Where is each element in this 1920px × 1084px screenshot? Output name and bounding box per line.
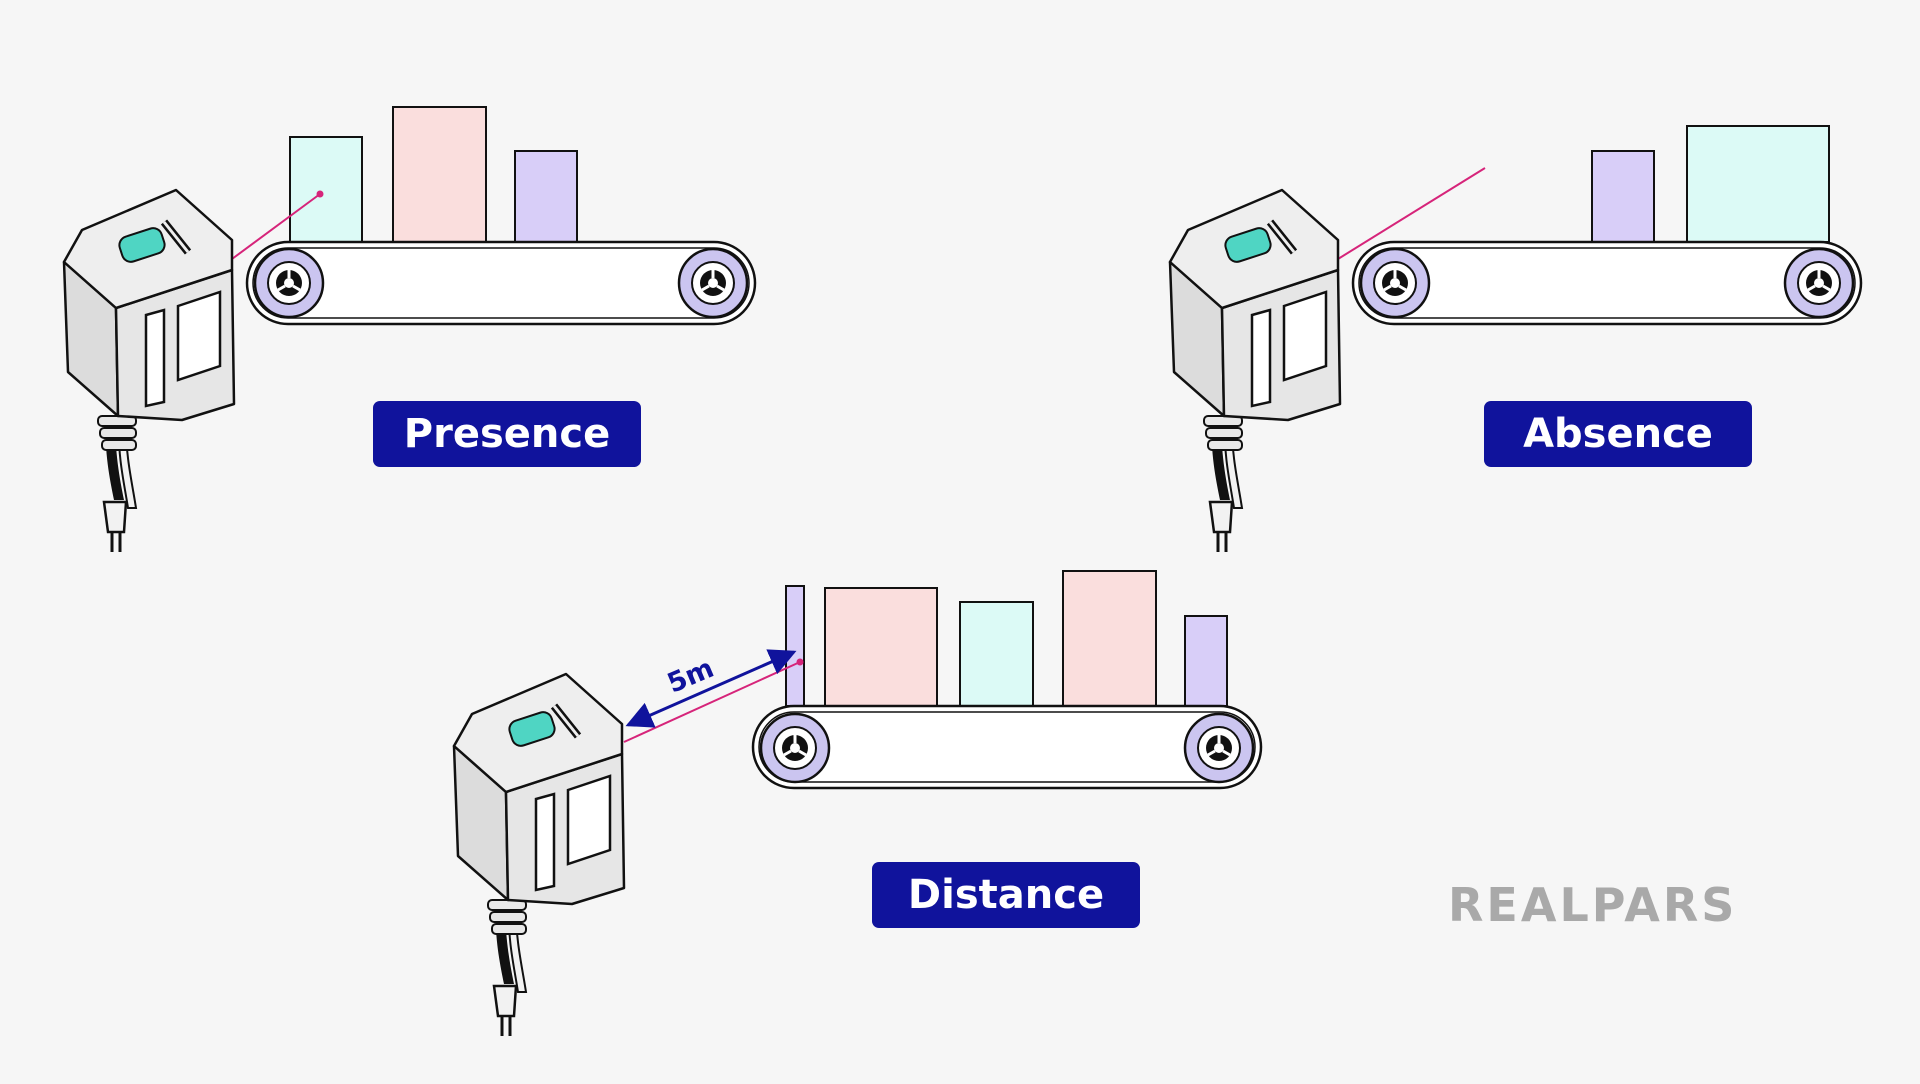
- sensor-icon: [454, 674, 624, 1036]
- roller-icon: [253, 247, 325, 319]
- box-icon: [959, 601, 1034, 707]
- sensor-icon: [64, 190, 234, 552]
- box-icon: [785, 585, 805, 707]
- roller-icon: [677, 247, 749, 319]
- sensor-icon: [1170, 190, 1340, 552]
- distance-label: Distance: [872, 862, 1140, 928]
- box-icon: [514, 150, 578, 243]
- absence-scene: [1170, 125, 1863, 552]
- conveyor-icon: [245, 240, 757, 326]
- box-icon: [824, 587, 938, 707]
- box-icon: [289, 136, 363, 243]
- roller-icon: [1183, 712, 1255, 784]
- box-icon: [1686, 125, 1830, 243]
- roller-icon: [1783, 247, 1855, 319]
- distance-value-label: 5m: [663, 653, 718, 700]
- conveyor-icon: [1351, 240, 1863, 326]
- box-icon: [1591, 150, 1655, 243]
- absence-label: Absence: [1484, 401, 1752, 467]
- presence-scene: [64, 106, 757, 552]
- roller-icon: [1359, 247, 1431, 319]
- distance-scene: 5m: [454, 570, 1263, 1036]
- beam-icon: [1337, 167, 1486, 260]
- brand-logo: REALPARS: [1448, 878, 1738, 932]
- presence-label: Presence: [373, 401, 641, 467]
- conveyor-icon: [751, 704, 1263, 790]
- box-icon: [1062, 570, 1157, 707]
- dimension-arrow-icon: [625, 649, 797, 728]
- box-icon: [392, 106, 487, 243]
- beam-icon: [231, 190, 324, 260]
- roller-icon: [759, 712, 831, 784]
- box-icon: [1184, 615, 1228, 707]
